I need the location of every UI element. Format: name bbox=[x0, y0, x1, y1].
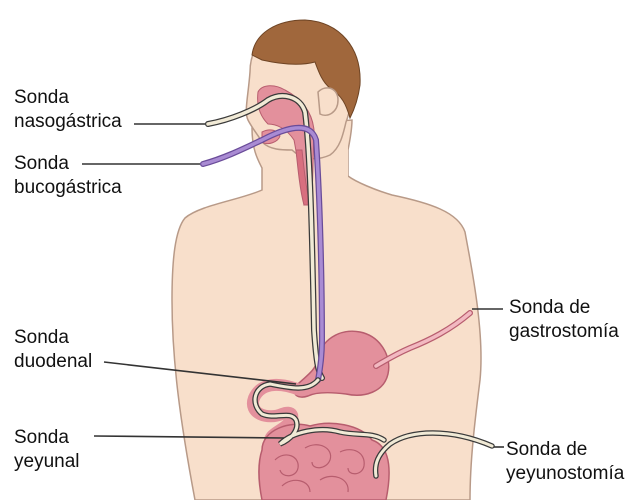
label-jejunostomy-line2: yeyunostomía bbox=[506, 462, 624, 486]
label-orogastric-line1: Sonda bbox=[14, 152, 122, 176]
label-jejunal-line2: yeyunal bbox=[14, 450, 80, 474]
label-duodenal-line1: Sonda bbox=[14, 326, 92, 350]
label-gastrostomy: Sonda de gastrostomía bbox=[509, 296, 619, 344]
label-gastrostomy-line2: gastrostomía bbox=[509, 320, 619, 344]
label-orogastric-line2: bucogástrica bbox=[14, 176, 122, 200]
label-orogastric: Sonda bucogástrica bbox=[14, 152, 122, 200]
ear bbox=[318, 88, 338, 115]
label-jejunal-line1: Sonda bbox=[14, 426, 80, 450]
label-nasogastric: Sonda nasogástrica bbox=[14, 86, 122, 134]
label-nasogastric-line1: Sonda bbox=[14, 86, 122, 110]
label-nasogastric-line2: nasogástrica bbox=[14, 110, 122, 134]
label-gastrostomy-line1: Sonda de bbox=[509, 296, 619, 320]
label-jejunal: Sonda yeyunal bbox=[14, 426, 80, 474]
label-duodenal-line2: duodenal bbox=[14, 350, 92, 374]
label-jejunostomy: Sonda de yeyunostomía bbox=[506, 438, 624, 486]
label-jejunostomy-line1: Sonda de bbox=[506, 438, 624, 462]
label-duodenal: Sonda duodenal bbox=[14, 326, 92, 374]
